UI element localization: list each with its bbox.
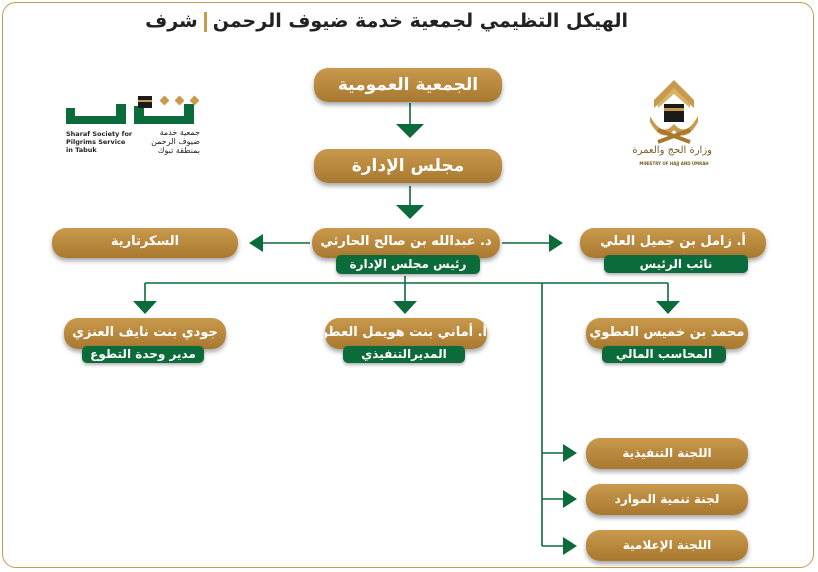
arrow-down-executive: [393, 301, 417, 314]
arrow-right-committee-2: [563, 490, 577, 508]
sharaf-logo-en-line-3: in Tabuk: [66, 146, 97, 154]
sharaf-logo-ar-line-3: بمنطقة تبوك: [157, 146, 200, 155]
chairman-node: د. عبدالله بن صالح الحارثي: [312, 228, 500, 258]
arrow-down-volunteer: [133, 301, 157, 314]
ministry-logo: وزارة الحج والعمرة MINISTRY OF HAJJ AND …: [632, 78, 712, 174]
vice-role: نائب الرئيس: [604, 255, 748, 273]
arrow-right-vice: [549, 234, 563, 252]
sharaf-logo-mark-icon: [66, 95, 200, 124]
ministry-logo-ar: وزارة الحج والعمرة: [632, 145, 712, 156]
sharaf-logo-en: Sharaf Society for Pilgrims Service in T…: [66, 130, 132, 154]
sharaf-logo: Sharaf Society for Pilgrims Service in T…: [64, 94, 206, 160]
arrow-down-board: [396, 124, 424, 138]
chairman-role: رئيس مجلس الإدارة: [336, 255, 480, 274]
vice-node: أ. زامل بن جميل العلي: [580, 228, 766, 258]
sharaf-logo-en-line-2: Pilgrims Service: [66, 138, 126, 146]
arrow-left-secretariat: [249, 234, 263, 252]
arrow-down-accountant: [656, 301, 680, 314]
title-divider: [203, 11, 207, 32]
committee-executive-node: اللجنة التنفيذية: [586, 438, 748, 469]
volunteer-node: جودي بنت نايف العنزي: [64, 318, 226, 349]
executive-node: أ. أماني بنت هويمل العطوي: [325, 318, 487, 349]
title-brand: شرف: [145, 10, 198, 32]
sharaf-logo-ar-line-1: جمعية خدمة: [159, 128, 200, 137]
arrow-right-committee-3: [563, 537, 577, 555]
title-main: الهيكل التظيمي لجمعية خدمة ضيوف الرحمن: [212, 10, 628, 32]
sharaf-logo-en-line-1: Sharaf Society for: [66, 130, 133, 138]
volunteer-role: مدير وحدة التطوع: [82, 346, 204, 363]
accountant-role: المحاسب المالي: [602, 346, 726, 363]
page-title: الهيكل التظيمي لجمعية خدمة ضيوف الرحمن شر…: [145, 10, 628, 32]
committee-resources-node: لجنة تنمية الموارد: [586, 484, 748, 515]
sharaf-logo-ar-line-2: ضيوف الرحمن: [151, 137, 200, 146]
ministry-emblem-icon: [650, 80, 698, 144]
arrow-down-chairman: [396, 205, 424, 219]
general-assembly-node: الجمعية العمومية: [314, 68, 502, 102]
committee-media-node: اللجنة الإعلامية: [586, 530, 748, 561]
arrow-right-committee-1: [563, 444, 577, 462]
secretariat-node: السكرتارية: [52, 228, 238, 258]
ministry-logo-en: MINISTRY OF HAJJ AND UMRAH: [639, 161, 709, 166]
executive-role: المديرالتنفيذي: [343, 346, 465, 363]
board-node: مجلس الإدارة: [314, 149, 502, 183]
accountant-node: محمد بن خميس العطوي: [586, 318, 748, 349]
sharaf-logo-ar: جمعية خدمة ضيوف الرحمن بمنطقة تبوك: [151, 128, 200, 155]
